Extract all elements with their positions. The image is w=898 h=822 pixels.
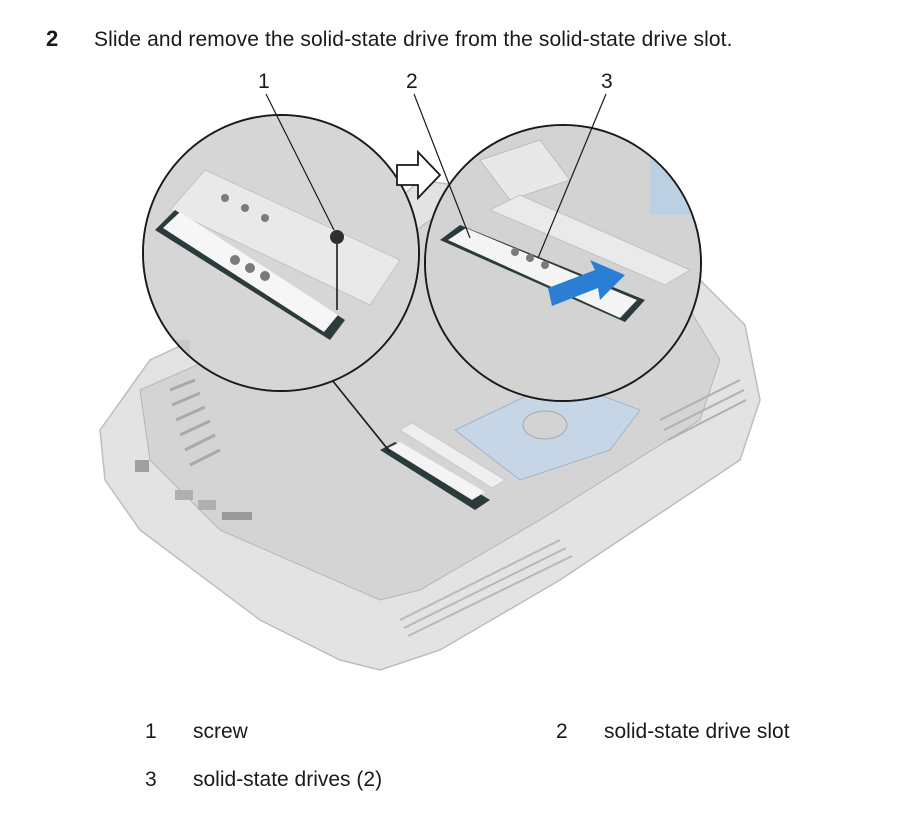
- callout-2: 2: [406, 70, 418, 93]
- illustration: 1 2 3: [0, 60, 898, 700]
- legend-label: screw: [193, 720, 248, 743]
- callout-3: 3: [601, 70, 613, 93]
- laptop-illustration: 1 2 3: [99, 70, 761, 671]
- step-text: Slide and remove the solid-state drive f…: [94, 28, 733, 51]
- legend-number: 2: [556, 720, 568, 743]
- slide-arrow-icon: [548, 260, 625, 306]
- legend-item-1: 1 screw: [145, 720, 248, 744]
- callout-1: 1: [258, 70, 270, 93]
- ssd-in-base: [380, 422, 506, 510]
- legend-item-3: 3 solid-state drives (2): [145, 768, 382, 792]
- step-instruction: 2 Slide and remove the solid-state drive…: [46, 26, 733, 52]
- leader-callout-3: [537, 93, 607, 259]
- screw-icon: [330, 230, 344, 244]
- leader-callout-1: [265, 93, 335, 231]
- direction-arrow-icon: [396, 149, 442, 201]
- leader-screw-base: [327, 374, 391, 453]
- step-number: 2: [46, 26, 59, 51]
- legend-item-2: 2 solid-state drive slot: [556, 720, 790, 744]
- legend-number: 1: [145, 720, 157, 743]
- leader-callout-2: [413, 93, 471, 239]
- magnified-view-right: [413, 93, 702, 402]
- legend-label: solid-state drives (2): [193, 768, 383, 791]
- legend-label: solid-state drive slot: [604, 720, 790, 743]
- magnified-view-left: [142, 93, 420, 392]
- legend-number: 3: [145, 768, 157, 791]
